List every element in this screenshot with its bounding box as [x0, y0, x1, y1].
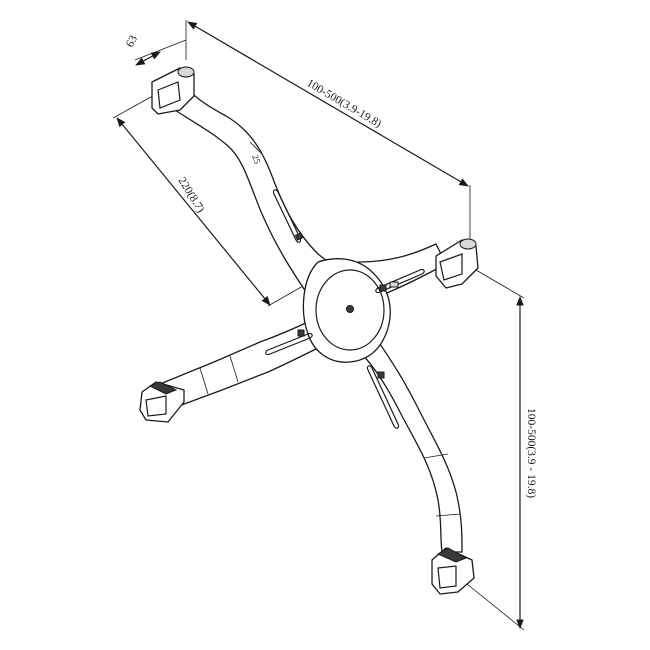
right-arm-slot [375, 268, 425, 294]
clamp-left [139, 381, 185, 423]
lower-arm [359, 343, 463, 553]
dimension-63-label: 63 [124, 33, 140, 49]
bracket-body: 25 [159, 77, 463, 553]
arm-width-marker: 25 [249, 141, 263, 166]
dimension-right-span: 100-500(3.9 - 19.8) [461, 269, 537, 631]
hub-center-hole [346, 305, 354, 313]
upper-arm [171, 77, 337, 293]
upper-arm-slot [272, 189, 304, 243]
lower-arm-segment [435, 513, 461, 517]
dimension-right-span-label: 100-500(3.9 - 19.8) [525, 408, 537, 498]
hub-plate [315, 269, 385, 351]
clamp-bottom [431, 547, 475, 595]
dimension-top-span-label: 100-500(3.9-19.8) [304, 77, 383, 130]
clamp-top-left [151, 66, 195, 115]
left-arm-segment [229, 355, 239, 383]
left-arm-slot [265, 329, 313, 356]
lower-arm-slot [366, 365, 400, 429]
lower-arm-segment [423, 453, 449, 459]
dimension-63: 63 [124, 33, 187, 66]
left-arm-segment [199, 367, 209, 395]
clamp-right [435, 238, 479, 289]
arm-width-label: 25 [250, 153, 263, 165]
